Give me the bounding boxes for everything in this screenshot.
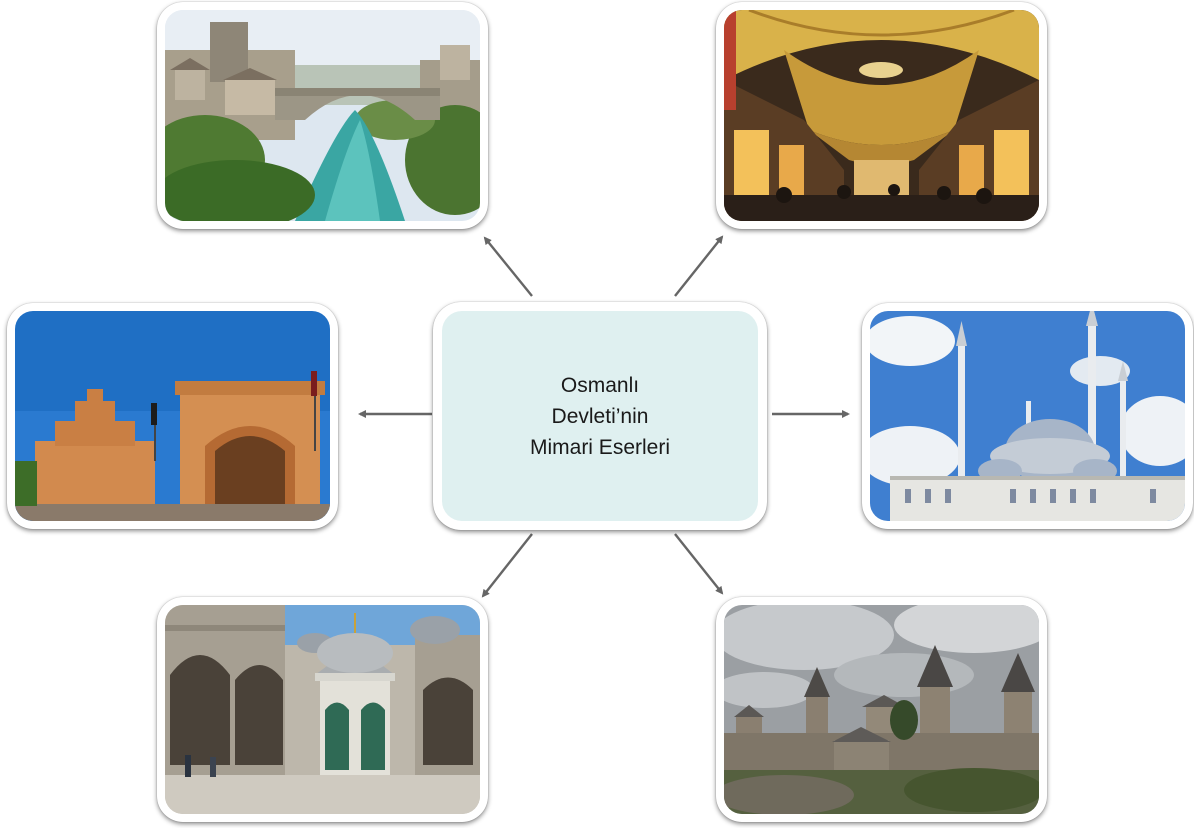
castle-photo [724, 605, 1039, 814]
center-topic-label: Osmanlı Devleti’nin Mimari Eserleri [442, 311, 758, 521]
arrow-to-castle [674, 533, 724, 595]
desert-fortress-photo [15, 311, 330, 521]
arrow-to-fountain-courtyard [481, 533, 533, 598]
covered-bazaar-photo-frame [716, 2, 1047, 229]
stone-bridge-photo [165, 10, 480, 221]
mosque-photo-frame [862, 303, 1193, 529]
covered-bazaar-photo [724, 10, 1039, 221]
castle-photo-frame [716, 597, 1047, 822]
fountain-courtyard-photo-frame [157, 597, 488, 822]
center-topic-box: Osmanlı Devleti’nin Mimari Eserleri [433, 302, 767, 530]
desert-fortress-photo-frame [7, 303, 338, 529]
center-title-line-2: Devleti’nin [551, 404, 649, 428]
fountain-courtyard-photo [165, 605, 480, 814]
center-title-line-1: Osmanlı [560, 373, 640, 397]
mosque-photo [870, 311, 1185, 521]
arrow-to-covered-bazaar [674, 235, 724, 297]
stone-bridge-photo-frame [157, 2, 488, 229]
arrow-to-stone-bridge [483, 236, 533, 297]
center-title-line-3: Mimari Eserleri [529, 435, 670, 459]
